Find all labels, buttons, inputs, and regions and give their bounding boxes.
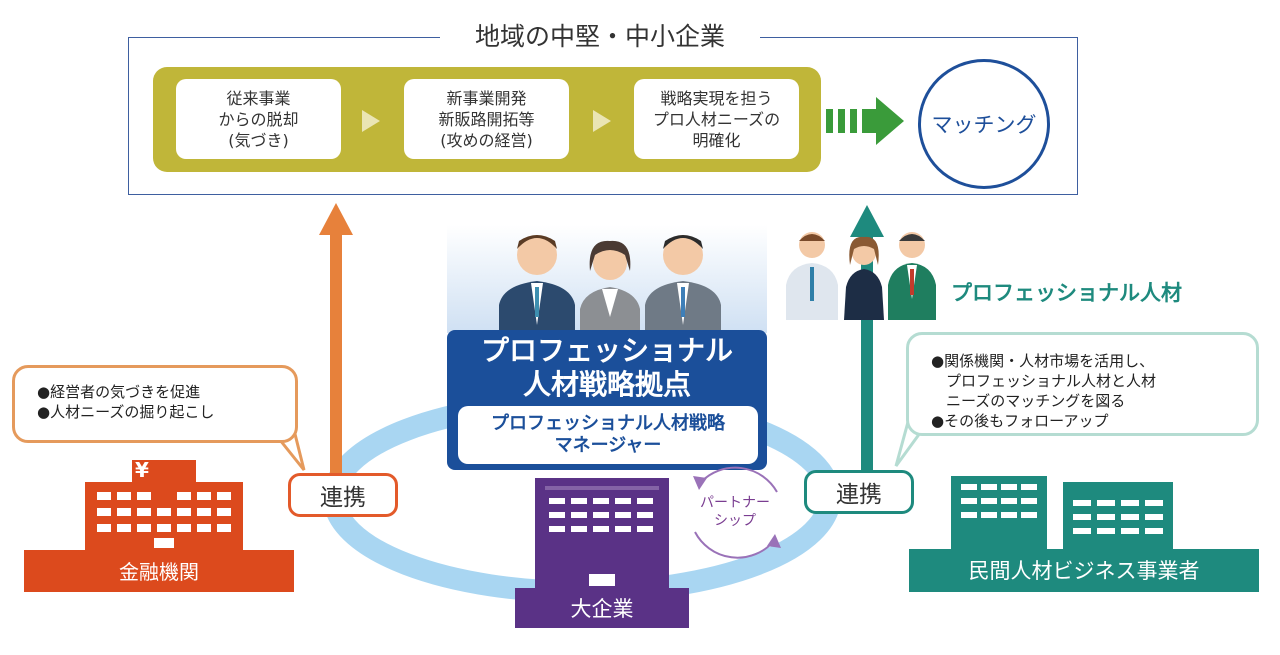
renkei-badge-left: 連携	[288, 473, 398, 517]
person-icon	[888, 232, 936, 320]
sme-frame-title: 地域の中堅・中小企業	[440, 22, 760, 52]
matching-circle: マッチング	[918, 59, 1050, 189]
yen-icon: ¥	[135, 458, 149, 482]
step-box-3: 戦略実現を担う プロ人材ニーズの 明確化	[634, 79, 799, 159]
step-box-1: 従来事業 からの脱却 (気づき)	[176, 79, 341, 159]
business-label: 民間人材ビジネス事業者	[968, 559, 1200, 583]
company-building-icon	[515, 478, 689, 628]
triangle-right-icon	[593, 110, 611, 132]
step-box-2: 新事業開発 新販路開拓等 (攻めの経営)	[404, 79, 569, 159]
triangle-right-icon	[362, 110, 380, 132]
person-icon	[645, 235, 721, 333]
hub-people	[447, 225, 767, 333]
bank-building-icon	[24, 460, 294, 592]
person-icon	[844, 236, 884, 320]
person-icon	[786, 232, 838, 320]
professionals-group	[786, 232, 936, 320]
arrow-up-icon	[319, 203, 353, 475]
cycle-icon	[693, 466, 781, 559]
hub-manager-box: プロフェッショナル人材戦略 マネージャー	[458, 406, 758, 464]
company-label: 大企業	[570, 597, 634, 621]
renkei-badge-right: 連携	[804, 470, 914, 514]
bank-label: 金融機関	[119, 559, 199, 584]
person-icon	[499, 235, 575, 333]
partnership-label: パートナー シップ	[700, 495, 770, 529]
right-speech-bubble: ●関係機関・人材市場を活用し、 プロフェッショナル人材と人材 ニーズのマッチング…	[906, 332, 1259, 436]
arrow-up-icon	[850, 205, 884, 473]
hub-title: プロフェッショナル 人材戦略拠点	[480, 334, 733, 401]
person-icon	[580, 240, 640, 333]
left-speech-bubble: ●経営者の気づきを促進 ●人材ニーズの掘り起こし	[12, 365, 298, 443]
business-building-icon	[909, 476, 1259, 592]
dashed-arrow-right-icon	[826, 97, 904, 145]
professionals-label: プロフェッショナル人材	[951, 281, 1182, 305]
